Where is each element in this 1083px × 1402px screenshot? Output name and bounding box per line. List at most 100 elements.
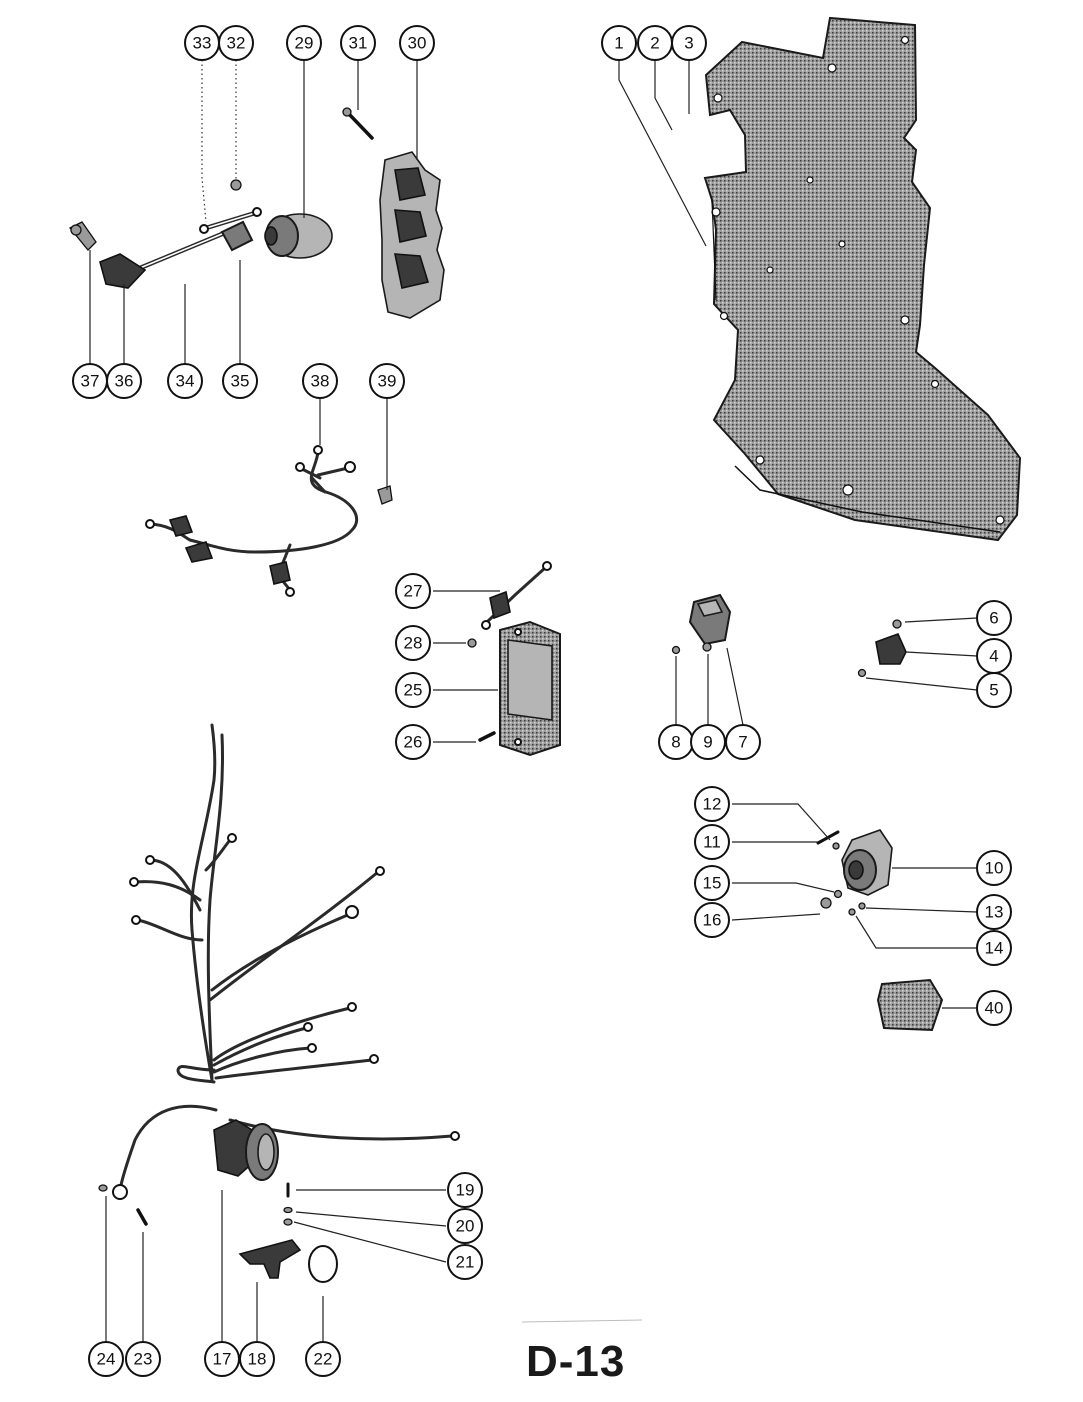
- svg-text:6: 6: [989, 609, 998, 628]
- callout-18: 18: [239, 1341, 275, 1377]
- svg-text:18: 18: [248, 1350, 267, 1369]
- callout-25: 25: [395, 672, 431, 708]
- nut-28: [467, 638, 477, 648]
- callout-32: 32: [218, 25, 254, 61]
- callout-10: 10: [976, 850, 1012, 886]
- svg-text:40: 40: [985, 999, 1004, 1018]
- callout-13: 13: [976, 894, 1012, 930]
- callout-20: 20: [447, 1208, 483, 1244]
- svg-text:19: 19: [456, 1181, 475, 1200]
- callout-5: 5: [976, 672, 1012, 708]
- diagram-label: D-13: [526, 1337, 626, 1386]
- svg-text:12: 12: [703, 795, 722, 814]
- callout-35: 35: [222, 363, 258, 399]
- svg-text:4: 4: [989, 647, 998, 666]
- screw-31: [342, 107, 374, 140]
- callout-23: 23: [125, 1341, 161, 1377]
- svg-text:28: 28: [404, 634, 423, 653]
- callout-29: 29: [286, 25, 322, 61]
- svg-text:2: 2: [650, 34, 659, 53]
- main-harness-17: [112, 723, 460, 1200]
- callout-8: 8: [658, 724, 694, 760]
- washer-24: [98, 1184, 108, 1192]
- clamp-18: [238, 1239, 302, 1279]
- svg-text:20: 20: [456, 1217, 475, 1236]
- svg-text:5: 5: [989, 681, 998, 700]
- svg-text:39: 39: [378, 372, 397, 391]
- svg-text:37: 37: [81, 372, 100, 391]
- svg-text:31: 31: [349, 34, 368, 53]
- callout-22: 22: [305, 1341, 341, 1377]
- svg-text:25: 25: [404, 681, 423, 700]
- callout-40: 40: [976, 990, 1012, 1026]
- svg-text:30: 30: [408, 34, 427, 53]
- svg-text:29: 29: [295, 34, 314, 53]
- callout-27: 27: [395, 573, 431, 609]
- svg-text:35: 35: [231, 372, 250, 391]
- svg-text:32: 32: [227, 34, 246, 53]
- svg-text:7: 7: [738, 733, 747, 752]
- clip-4: [857, 619, 907, 678]
- svg-text:26: 26: [404, 733, 423, 752]
- svg-text:3: 3: [684, 34, 693, 53]
- svg-text:8: 8: [671, 733, 680, 752]
- callout-39: 39: [369, 363, 405, 399]
- svg-text:11: 11: [703, 833, 721, 852]
- svg-text:33: 33: [193, 34, 212, 53]
- callout-37: 37: [72, 363, 108, 399]
- callout-14: 14: [976, 930, 1012, 966]
- callout-16: 16: [694, 902, 730, 938]
- svg-text:23: 23: [134, 1350, 153, 1369]
- svg-text:15: 15: [703, 874, 722, 893]
- svg-text:14: 14: [985, 939, 1004, 958]
- mounting-plate-holes: [711, 35, 1005, 525]
- grommet-22: [308, 1245, 338, 1283]
- callout-3: 3: [671, 25, 707, 61]
- callout-28: 28: [395, 625, 431, 661]
- callout-31: 31: [340, 25, 376, 61]
- svg-text:9: 9: [703, 733, 712, 752]
- callout-7: 7: [725, 724, 761, 760]
- svg-text:36: 36: [115, 372, 134, 391]
- callout-12: 12: [694, 786, 730, 822]
- svg-text:16: 16: [703, 911, 722, 930]
- callout-15: 15: [694, 865, 730, 901]
- screw-23: [136, 1208, 148, 1226]
- coil-bracket-part: [379, 151, 445, 319]
- svg-text:21: 21: [456, 1253, 475, 1272]
- callout-26: 26: [395, 724, 431, 760]
- high-tension-lead: [68, 220, 254, 289]
- callout-6: 6: [976, 600, 1012, 636]
- mounting-plate: [703, 16, 1022, 542]
- callout-24: 24: [88, 1341, 124, 1377]
- hardware-19-21: [283, 1182, 293, 1226]
- callout-34: 34: [167, 363, 203, 399]
- nut-32: [230, 179, 242, 191]
- callout-2: 2: [637, 25, 673, 61]
- bracket-7: [671, 593, 732, 655]
- solenoid-10: [816, 829, 893, 916]
- svg-text:27: 27: [404, 582, 423, 601]
- lead-27: [481, 561, 552, 630]
- label-underline: [521, 1319, 643, 1323]
- callout-17: 17: [204, 1341, 240, 1377]
- svg-text:22: 22: [314, 1350, 333, 1369]
- leader-lines: [89, 60, 978, 1342]
- bracket-40: [876, 978, 944, 1032]
- callout-9: 9: [690, 724, 726, 760]
- svg-text:38: 38: [311, 372, 330, 391]
- svg-text:13: 13: [985, 903, 1004, 922]
- svg-text:17: 17: [213, 1350, 232, 1369]
- rectifier-25: [499, 620, 561, 757]
- svg-text:10: 10: [985, 859, 1004, 878]
- callout-1: 1: [601, 25, 637, 61]
- svg-text:24: 24: [97, 1350, 116, 1369]
- screw-26: [478, 731, 496, 742]
- callout-11: 11: [694, 824, 730, 860]
- svg-text:34: 34: [176, 372, 195, 391]
- callout-38: 38: [302, 363, 338, 399]
- callout-30: 30: [399, 25, 435, 61]
- coil-part: [264, 213, 333, 259]
- svg-text:1: 1: [614, 34, 623, 53]
